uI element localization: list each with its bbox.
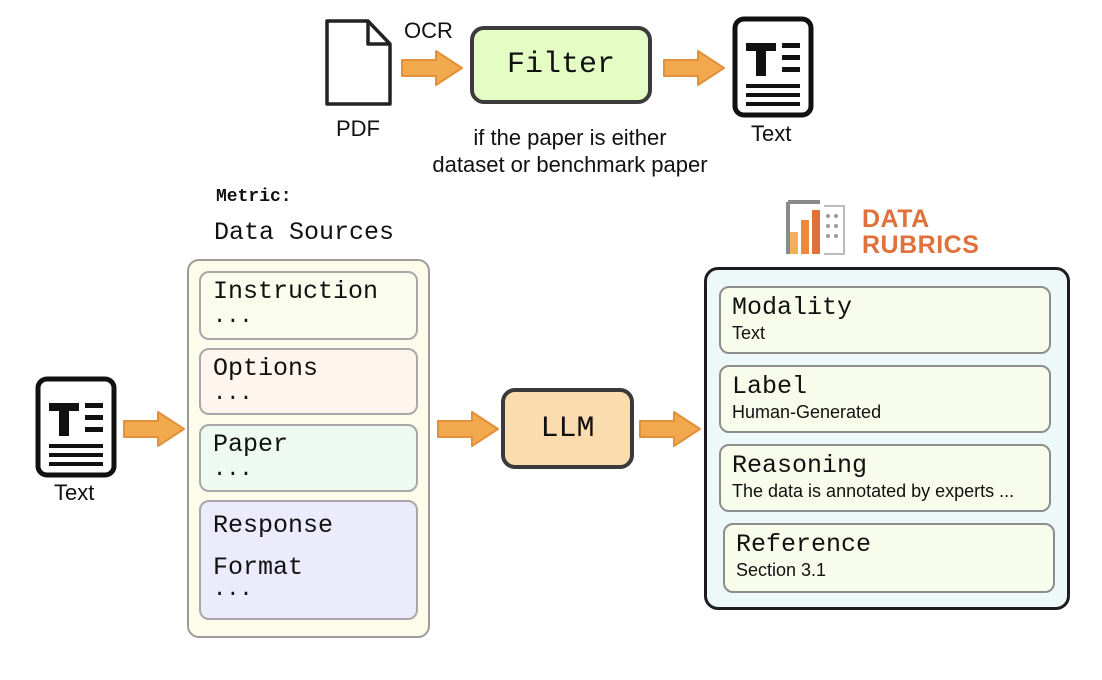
rubric-modality-value: Text (732, 323, 766, 343)
ocr-label: OCR (404, 18, 453, 43)
rubric-reference-value: Section 3.1 (736, 560, 827, 580)
filter-note-line2: dataset or benchmark paper (432, 152, 708, 177)
filter-box: Filter (470, 26, 652, 104)
rubric-label: Label Human-Generated (719, 365, 1051, 433)
rubric-label-title: Label (732, 372, 808, 401)
arrow-pdf-to-filter (401, 50, 463, 86)
rubric-modality: Modality Text (719, 286, 1051, 354)
text-document-icon (732, 16, 814, 118)
input-text-document-icon (35, 376, 117, 478)
rubric-reasoning-value: The data is annotated by experts ... (732, 481, 1015, 501)
source-response-format: Response Format ... (199, 500, 418, 620)
source-paper: Paper ... (199, 424, 418, 492)
metric-title: Data Sources (214, 218, 395, 247)
rubric-reference: Reference Section 3.1 (723, 523, 1055, 593)
data-rubrics-wordmark: DATA RUBRICS (862, 206, 979, 258)
source-response-more: ... (213, 577, 253, 602)
input-text-label: Text (54, 480, 95, 505)
rubric-reference-title: Reference (736, 530, 872, 559)
rubric-reasoning: Reasoning The data is annotated by exper… (719, 444, 1051, 512)
source-options-label: Options (213, 354, 319, 383)
arrow-sources-to-llm (437, 411, 499, 447)
pdf-label: PDF (336, 116, 380, 141)
source-paper-more: ... (213, 457, 253, 482)
arrow-text-to-sources (123, 411, 185, 447)
filter-label: Filter (506, 48, 616, 82)
brand-line2: RUBRICS (862, 231, 980, 259)
source-response-label-line2: Format (213, 553, 304, 582)
rubric-label-value: Human-Generated (732, 402, 882, 422)
source-instruction-label: Instruction (213, 277, 379, 306)
brand-line1: DATA (862, 205, 930, 233)
source-options-more: ... (213, 381, 253, 406)
llm-label: LLM (540, 411, 595, 446)
metric-caption: Metric: (216, 187, 292, 207)
source-response-label-line1: Response (213, 511, 334, 540)
source-instruction: Instruction ... (199, 271, 418, 340)
arrow-filter-to-text (663, 50, 725, 86)
llm-box: LLM (501, 388, 634, 469)
source-instruction-more: ... (213, 304, 253, 329)
data-rubrics-logo-icon (786, 200, 845, 255)
source-paper-label: Paper (213, 430, 289, 459)
rubric-modality-title: Modality (732, 293, 853, 322)
rubric-reasoning-title: Reasoning (732, 451, 868, 480)
top-text-label: Text (751, 121, 792, 146)
arrow-llm-to-rubrics (639, 411, 701, 447)
pdf-file-icon (325, 19, 392, 106)
filter-condition-note: if the paper is either dataset or benchm… (405, 124, 735, 178)
filter-note-line1: if the paper is either (473, 125, 667, 150)
source-options: Options ... (199, 348, 418, 415)
